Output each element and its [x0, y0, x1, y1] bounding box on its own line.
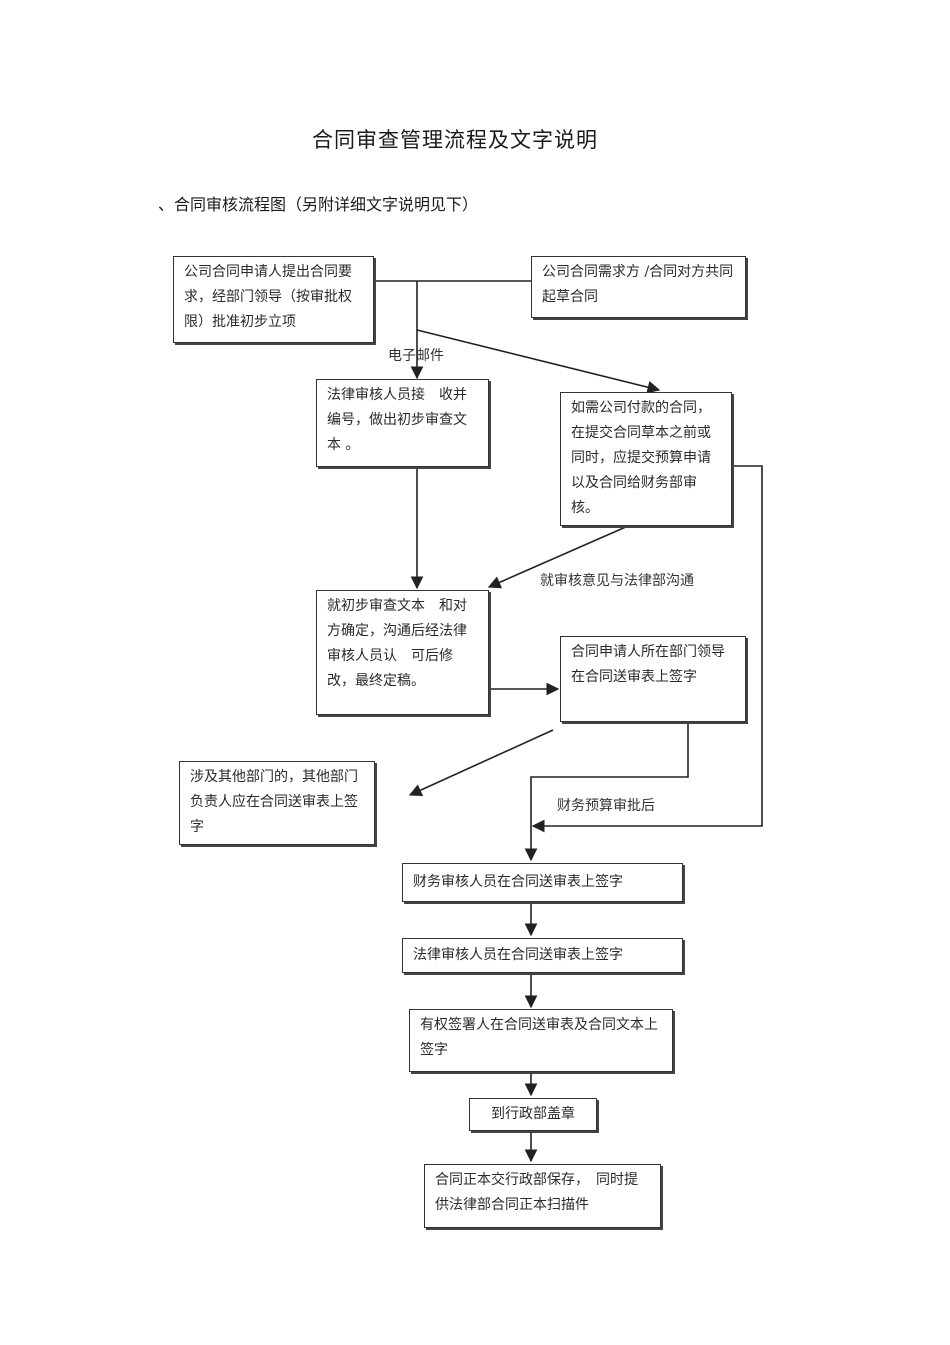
connector-dept-to-finance: [524, 722, 689, 862]
edge-label-email: 电子邮件: [388, 348, 444, 364]
node-budget: 如需公司付款的合同，在提交合同草本之前或同时，应提交预算申请以及合同给财务部审核…: [560, 392, 732, 526]
edge-label-after-budget: 财务预算审批后: [557, 798, 655, 814]
node-dept-sign: 合同申请人所在部门领导在合同送审表上签字: [560, 636, 746, 722]
node-legal-sign: 法律审核人员在合同送审表上签字: [402, 938, 683, 973]
connector-to-budget: [416, 329, 661, 394]
node-finalize: 就初步审查文本 和对方确定，沟通后经法律审核人员认 可后修改，最终定稿。: [316, 590, 489, 715]
page-title: 合同审查管理流程及文字说明: [312, 128, 598, 152]
node-draft: 公司合同需求方 /合同对方共同起草合同: [531, 256, 746, 318]
node-authorized-sign: 有权签署人在合同送审表及合同文本上签字: [409, 1009, 673, 1072]
connector-budget-loop: [531, 465, 763, 833]
connector-dept-to-other: [408, 729, 554, 797]
edge-label-communicate: 就审核意见与法律部沟通: [540, 573, 694, 589]
node-finance-sign: 财务审核人员在合同送审表上签字: [402, 863, 683, 902]
node-archive: 合同正本交行政部保存， 同时提供法律部合同正本扫描件: [424, 1164, 661, 1228]
node-legal-receive: 法律审核人员接 收并编号，做出初步审查文本 。: [316, 379, 489, 467]
node-stamp: 到行政部盖章: [469, 1098, 597, 1131]
node-apply: 公司合同申请人提出合同要求，经部门领导（按审批权限）批准初步立项: [173, 256, 374, 343]
section-title: 、合同审核流程图（另附详细文字说明见下）: [158, 195, 479, 214]
node-other-dept: 涉及其他部门的，其他部门负责人应在合同送审表上签字: [179, 761, 375, 845]
connector-budget-to-finalize: [487, 525, 629, 589]
